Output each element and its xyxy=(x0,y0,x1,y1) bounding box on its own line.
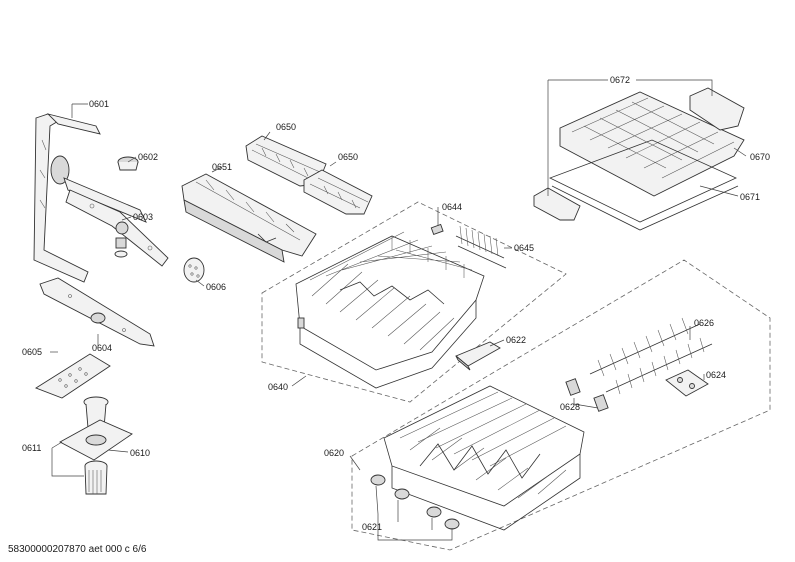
hinge-0628 xyxy=(565,378,609,412)
label-0645: 0645 xyxy=(514,243,534,253)
sump-filter-assembly xyxy=(59,396,133,461)
wheel-0621 xyxy=(370,474,460,530)
label-0672: 0672 xyxy=(610,75,630,85)
label-0644: 0644 xyxy=(442,202,462,212)
label-0671: 0671 xyxy=(740,192,760,202)
spray-arm-nut xyxy=(117,156,139,171)
spray-arm-hub xyxy=(114,237,128,258)
fine-filter-plate xyxy=(35,353,111,399)
label-0621: 0621 xyxy=(362,522,382,532)
label-0670: 0670 xyxy=(750,152,770,162)
label-0626: 0626 xyxy=(694,318,714,328)
label-0628: 0628 xyxy=(560,402,580,412)
label-0650-a: 0650 xyxy=(276,122,296,132)
clip-set-0624 xyxy=(665,369,709,397)
clip-0644 xyxy=(430,223,444,236)
lower-basket xyxy=(383,385,585,531)
label-0611: 0611 xyxy=(22,443,41,453)
label-0651: 0651 xyxy=(212,162,232,172)
part-labels: 0601 0602 0603 0604 0605 0606 0610 0611 … xyxy=(22,75,770,532)
label-0650-b: 0650 xyxy=(338,152,358,162)
label-0622: 0622 xyxy=(506,335,526,345)
upper-spray-arm xyxy=(65,189,169,267)
label-0605: 0605 xyxy=(22,347,42,357)
lower-basket-outline xyxy=(351,259,771,551)
cup-rack-0645 xyxy=(455,225,507,269)
microfilter-cylinder xyxy=(84,460,108,495)
upper-basket xyxy=(295,231,485,389)
document-code-footer: 58300000207870 aet 000 c 6/6 xyxy=(8,544,147,555)
handle-0622 xyxy=(455,341,501,371)
label-0602: 0602 xyxy=(138,152,158,162)
label-0624: 0624 xyxy=(706,370,726,380)
label-0640: 0640 xyxy=(268,382,288,392)
label-0610: 0610 xyxy=(130,448,150,458)
plate-rack-0626 xyxy=(589,317,713,395)
spray-arm-supply-pipe xyxy=(33,113,147,283)
leader-lines xyxy=(50,79,747,541)
lower-spray-arm xyxy=(39,277,155,347)
label-0620: 0620 xyxy=(324,448,344,458)
cutlery-tray-0670 xyxy=(559,87,745,197)
label-0606: 0606 xyxy=(206,282,226,292)
cutlery-basket xyxy=(181,173,317,263)
label-0604: 0604 xyxy=(92,343,112,353)
cutlery-holder-rack-b xyxy=(303,169,373,215)
label-0603: 0603 xyxy=(133,212,153,222)
filter-disc xyxy=(183,257,205,283)
label-0601: 0601 xyxy=(89,99,109,109)
